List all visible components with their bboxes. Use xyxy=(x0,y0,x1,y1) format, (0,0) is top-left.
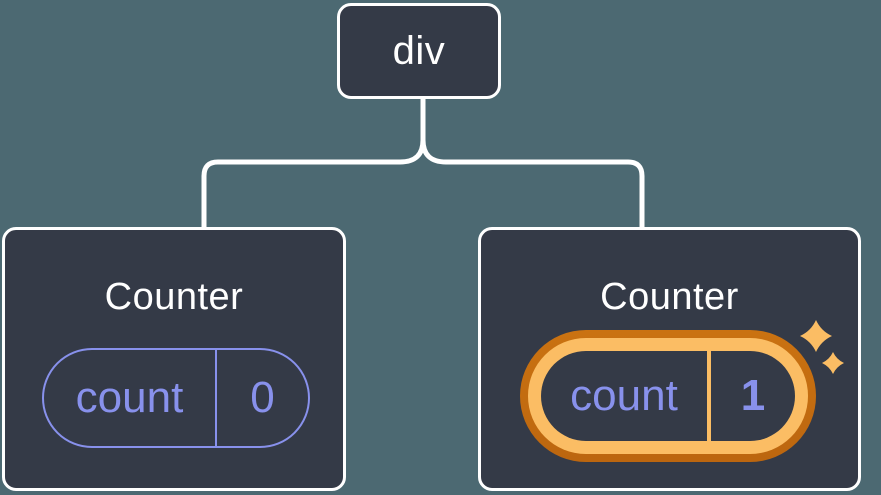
state-key-cell: count xyxy=(44,350,217,446)
edge-root-to-right-counter xyxy=(420,98,645,228)
highlighted-state-pill: count 1 xyxy=(541,351,795,441)
state-key-cell: count xyxy=(541,351,711,441)
sparkle-large-icon xyxy=(800,320,832,352)
root-node-div: div xyxy=(337,3,501,99)
root-node-label: div xyxy=(392,28,446,73)
state-value-label: 0 xyxy=(250,373,275,422)
state-value-label: 1 xyxy=(740,371,766,420)
counter-title: Counter xyxy=(600,276,739,318)
state-value-cell: 0 xyxy=(217,350,308,446)
counter-node-right: Counter count 1 xyxy=(478,227,861,491)
highlighted-state-pill-glow: count 1 xyxy=(520,330,816,462)
sparkles-icon xyxy=(800,320,844,374)
state-key-label: count xyxy=(570,371,678,420)
highlighted-state-pill-ring: count 1 xyxy=(528,338,808,454)
state-value-cell: 1 xyxy=(711,351,795,441)
state-key-label: count xyxy=(75,373,184,422)
counter-node-left: Counter count 0 xyxy=(2,227,346,491)
edge-root-to-left-counter xyxy=(201,98,426,228)
sparkle-small-icon xyxy=(822,352,844,374)
state-pill: count 0 xyxy=(42,348,310,448)
counter-title: Counter xyxy=(104,276,244,318)
